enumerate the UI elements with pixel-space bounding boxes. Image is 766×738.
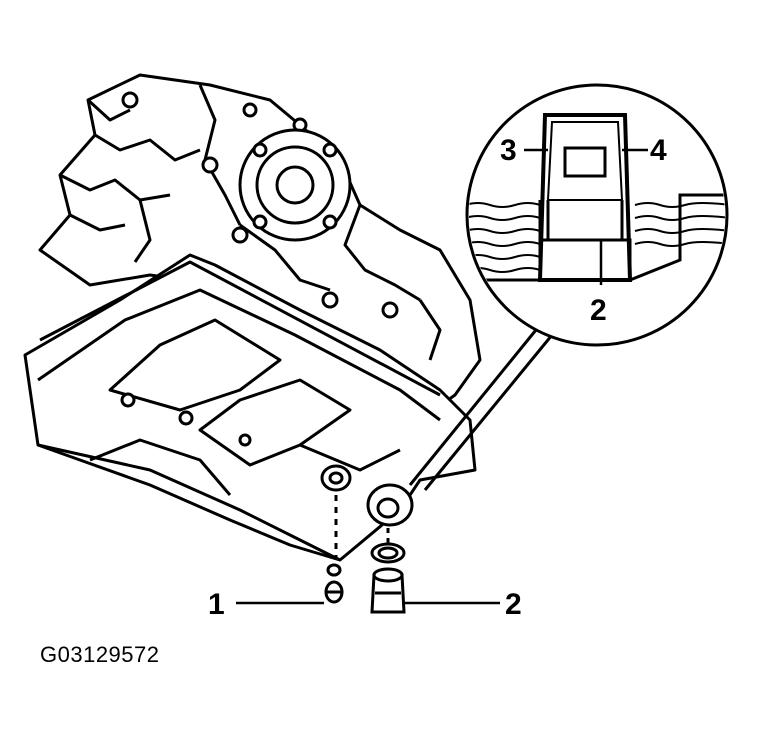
- callout-3-fluid-level: 3: [500, 134, 517, 167]
- callout-1-drain-plug: 1: [208, 588, 225, 621]
- transmission-housing: [38, 73, 482, 422]
- pump-hub: [238, 128, 352, 242]
- callout-4-reference: 4: [650, 134, 667, 167]
- detail-leader: [408, 324, 554, 491]
- callout-2-detail: 2: [590, 294, 607, 327]
- drain-plug: [320, 464, 352, 604]
- callout-2-fill-plug: 2: [505, 588, 522, 621]
- oil-pan: [23, 253, 477, 562]
- callout-leaders: [236, 148, 648, 605]
- figure-id: G03129572: [40, 642, 160, 667]
- fill-plug: [366, 483, 414, 614]
